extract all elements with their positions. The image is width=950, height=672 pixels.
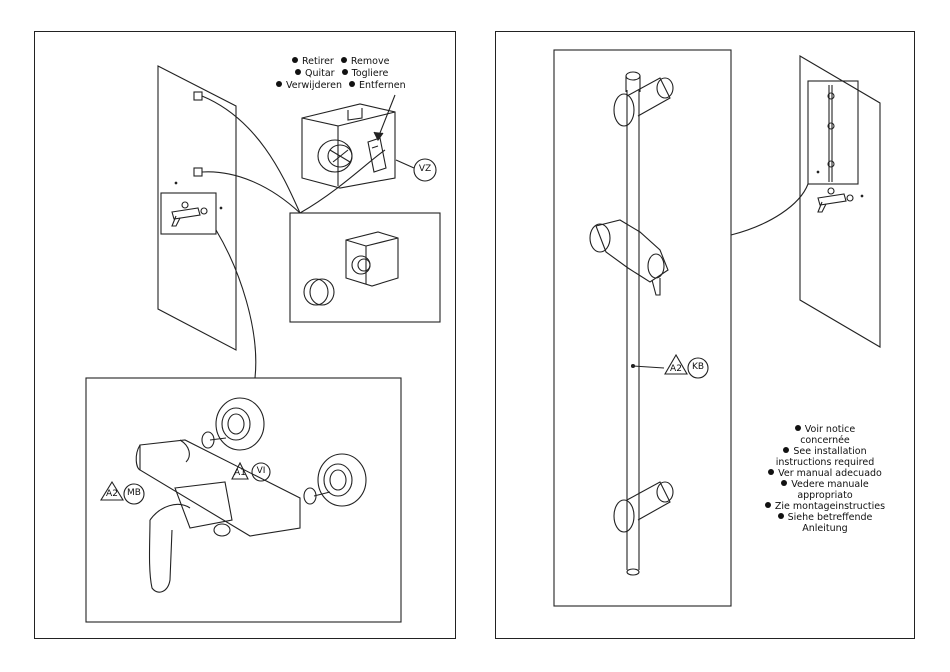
remove-de: Entfernen xyxy=(359,80,406,91)
a2-kb-label: A2 xyxy=(665,364,687,374)
bullet-icon xyxy=(341,57,347,63)
bullet-icon xyxy=(765,502,771,508)
bullet-icon xyxy=(783,447,789,453)
manual-it: Vedere manuale xyxy=(760,479,890,490)
bullet-icon xyxy=(276,81,282,87)
mini-mixer-icon-right xyxy=(818,188,853,212)
bullet-icon xyxy=(781,480,787,486)
callout-line-rail xyxy=(731,184,808,235)
bullet-icon xyxy=(292,57,298,63)
manual-fr-2: concernée xyxy=(760,435,890,446)
bullet-icon xyxy=(295,69,301,75)
remove-legend-row-1: Retirer Remove xyxy=(292,56,389,67)
valve-body-small xyxy=(346,232,398,286)
manual-legend: Voir notice concernée See installation i… xyxy=(760,424,890,534)
remove-fr: Retirer xyxy=(302,56,334,67)
manual-de-2: Anleitung xyxy=(760,523,890,534)
vi-label: VI xyxy=(252,466,270,476)
eccentric-connector-bottom xyxy=(304,454,366,506)
remove-legend-row-2: Quitar Togliere xyxy=(295,68,388,79)
bullet-icon xyxy=(349,81,355,87)
manual-fr: Voir notice xyxy=(760,424,890,435)
shower-head-holder xyxy=(590,220,668,295)
remove-arrow xyxy=(378,95,395,138)
bullet-icon xyxy=(768,469,774,475)
cap-ring xyxy=(304,279,334,305)
manual-de: Siehe betreffende xyxy=(760,512,890,523)
bullet-icon xyxy=(342,69,348,75)
manual-it-2: appropriato xyxy=(760,490,890,501)
remove-nl: Verwijderen xyxy=(286,80,342,91)
remove-it: Togliere xyxy=(352,68,389,79)
wall-hole-marker-top xyxy=(194,92,202,100)
a2-mb-label: A2 xyxy=(101,489,123,499)
mini-mixer-icon xyxy=(172,202,207,226)
bullet-icon xyxy=(795,425,801,431)
rail-detail-box xyxy=(808,81,858,184)
bullet-icon xyxy=(778,513,784,519)
manual-es: Ver manual adecuado xyxy=(760,468,890,479)
callout-line-mid xyxy=(202,172,300,213)
mb-label: MB xyxy=(124,488,144,498)
manual-nl: Zie montageinstructies xyxy=(760,501,890,512)
vz-label: VZ xyxy=(414,164,436,174)
a1-label: A1 xyxy=(230,468,250,478)
disassembly-inset xyxy=(290,213,440,322)
rail-bracket-top xyxy=(614,78,673,126)
remove-legend-row-3: Verwijderen Entfernen xyxy=(276,80,406,91)
mixer-body xyxy=(136,440,300,592)
mixer-assembly-inset xyxy=(86,378,401,622)
manual-en: See installation xyxy=(760,446,890,457)
remove-es: Quitar xyxy=(305,68,335,79)
manual-en-2: instructions required xyxy=(760,457,890,468)
valve-with-cap-illustration xyxy=(302,104,395,188)
wall-hole-marker-mid xyxy=(194,168,202,176)
callout-line-top xyxy=(202,96,300,213)
kb-label: KB xyxy=(688,362,708,372)
callout-line-vz xyxy=(300,150,385,213)
slide-rail-inset xyxy=(554,50,731,606)
remove-en: Remove xyxy=(351,56,390,67)
eccentric-connector-top xyxy=(202,398,264,450)
mini-rail-icon xyxy=(828,85,834,182)
mixer-detail-box xyxy=(161,193,216,234)
rail-bracket-bottom xyxy=(614,482,673,532)
